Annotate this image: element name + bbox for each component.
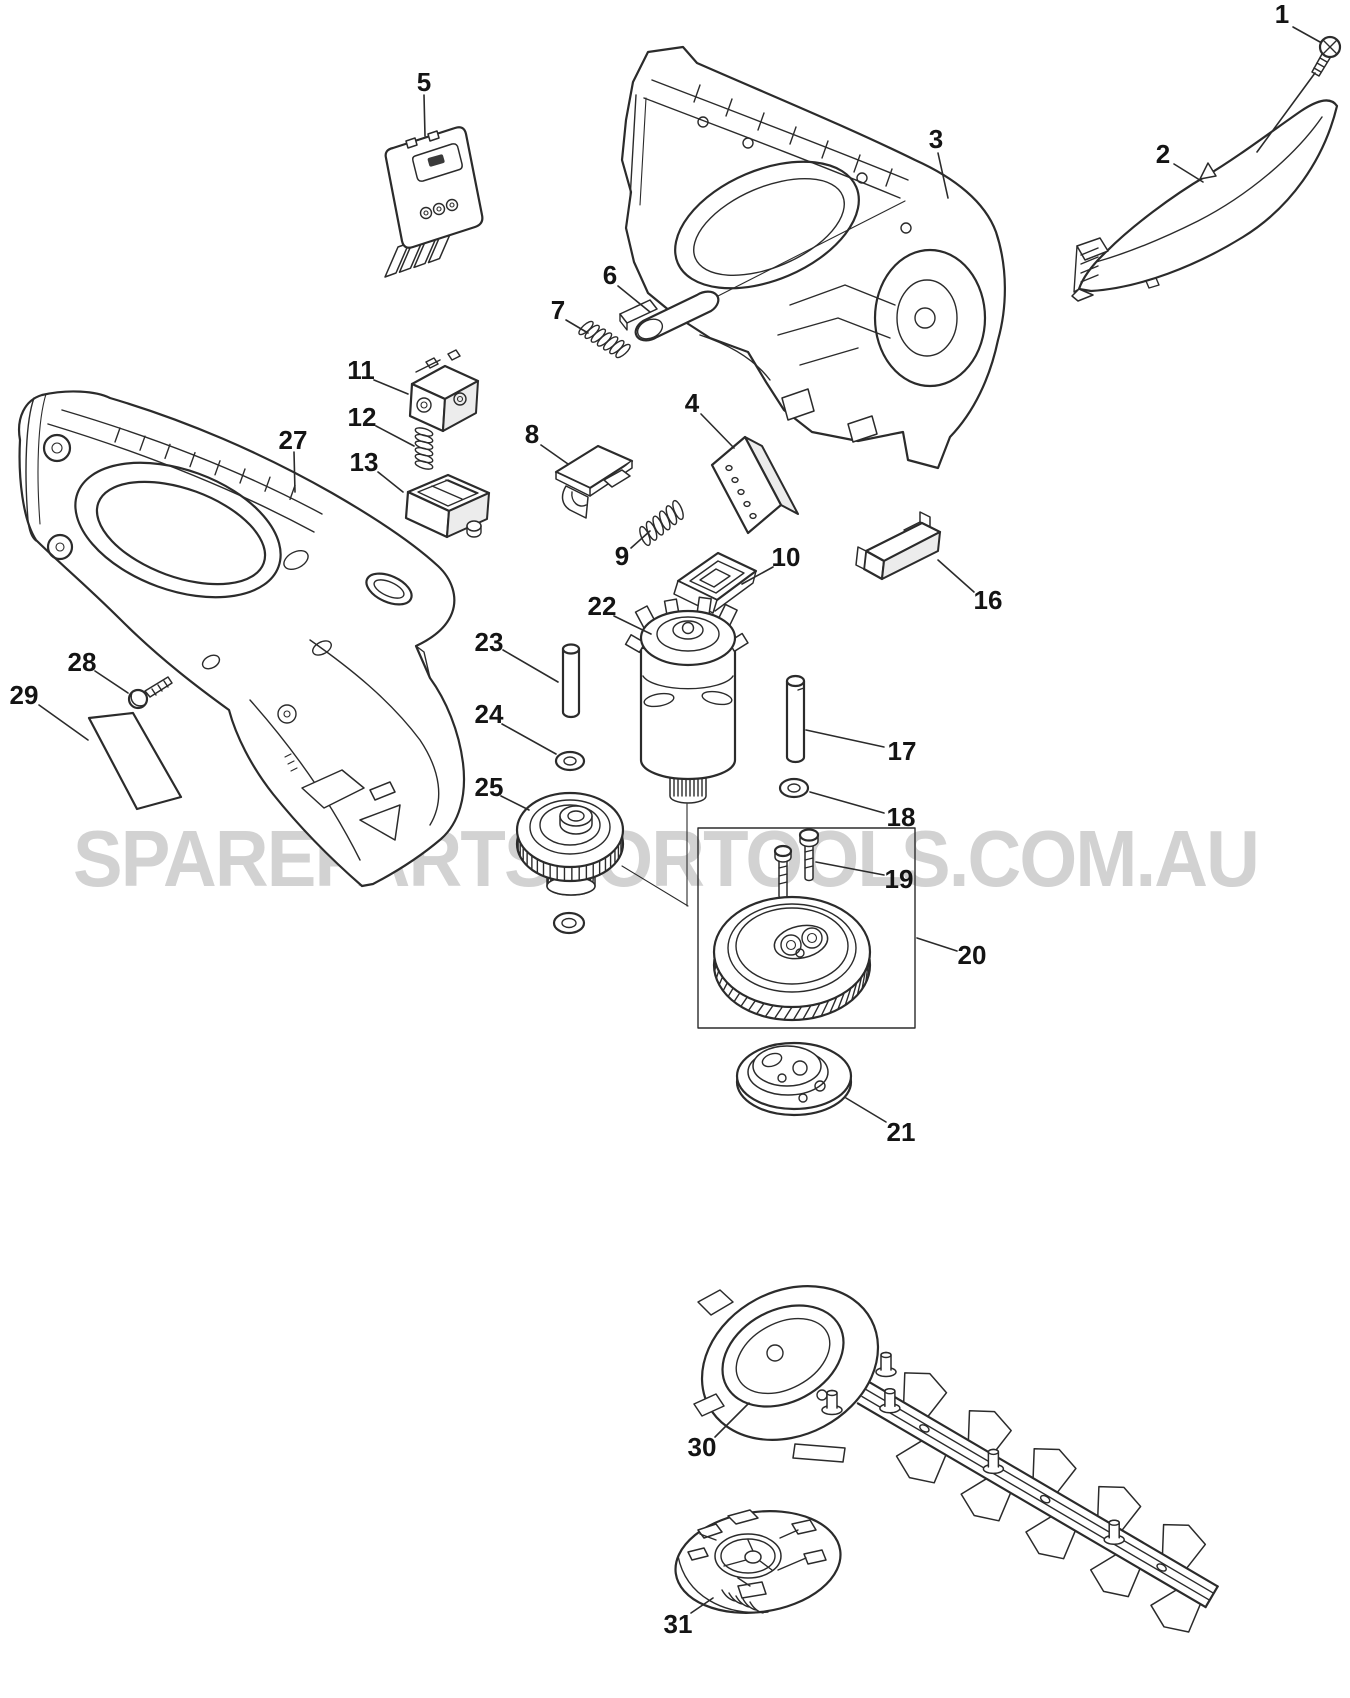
label-4: 4 xyxy=(685,388,700,418)
part-13-switch-holder xyxy=(404,473,491,539)
part-9-spring xyxy=(639,499,684,547)
label-20: 20 xyxy=(958,940,987,970)
part-22-motor xyxy=(624,596,749,804)
label-7: 7 xyxy=(551,295,565,325)
label-11: 11 xyxy=(347,355,375,385)
label-31: 31 xyxy=(664,1609,693,1639)
part-20-gear xyxy=(712,895,872,1022)
part-8-lock-lever xyxy=(554,444,634,519)
label-9: 9 xyxy=(615,541,629,571)
part-27-handle-housing xyxy=(18,390,466,888)
part-28-screw xyxy=(127,676,173,710)
part-6-pin xyxy=(619,290,720,342)
part-labels: 1 2 3 4 5 6 7 8 9 10 11 12 13 16 17 18 1… xyxy=(10,0,1290,1639)
part-3-motor-housing xyxy=(620,45,1006,470)
label-27: 27 xyxy=(279,425,308,455)
label-3: 3 xyxy=(929,124,943,154)
part-29-label-sticker xyxy=(87,711,183,811)
label-19: 19 xyxy=(885,864,914,894)
label-17: 17 xyxy=(888,736,917,766)
part-12-spring xyxy=(414,427,434,470)
label-28: 28 xyxy=(68,647,97,677)
label-5: 5 xyxy=(417,67,431,97)
label-30: 30 xyxy=(688,1432,717,1462)
label-8: 8 xyxy=(525,419,539,449)
label-6: 6 xyxy=(603,260,617,290)
part-11-switch xyxy=(408,349,480,433)
leader-lines xyxy=(38,26,1321,1614)
part-17-pin xyxy=(785,674,806,764)
label-23: 23 xyxy=(475,627,504,657)
part-7-spring xyxy=(578,320,631,359)
part-2-blade-cover xyxy=(1071,99,1339,302)
label-24: 24 xyxy=(475,699,504,729)
part-20-assembly-box xyxy=(697,827,916,1029)
part-18-washer xyxy=(778,777,810,799)
part-24-washer xyxy=(554,750,586,772)
label-16: 16 xyxy=(974,585,1003,615)
label-29: 29 xyxy=(10,680,39,710)
assembly-lines xyxy=(621,200,906,907)
label-1: 1 xyxy=(1275,0,1289,29)
washer-below-gear xyxy=(552,911,586,935)
label-22: 22 xyxy=(588,591,617,621)
part-21-cam-plate xyxy=(735,1041,853,1117)
watermark-text: SPAREPARTSFORTOOLS.COM.AU xyxy=(73,814,1258,903)
part-23-pin xyxy=(561,643,581,719)
label-12: 12 xyxy=(348,402,377,432)
part-5-controller-module xyxy=(384,126,484,278)
part-30-blade-assembly xyxy=(693,1285,1219,1633)
label-10: 10 xyxy=(772,542,801,572)
label-13: 13 xyxy=(350,447,379,477)
label-21: 21 xyxy=(887,1117,916,1147)
label-18: 18 xyxy=(887,802,916,832)
part-25-gear xyxy=(515,791,625,896)
part-16-bar xyxy=(855,511,942,581)
part-1-screw xyxy=(1311,35,1342,77)
label-25: 25 xyxy=(475,772,504,802)
label-2: 2 xyxy=(1156,139,1170,169)
part-4-controller-plate xyxy=(710,435,799,535)
